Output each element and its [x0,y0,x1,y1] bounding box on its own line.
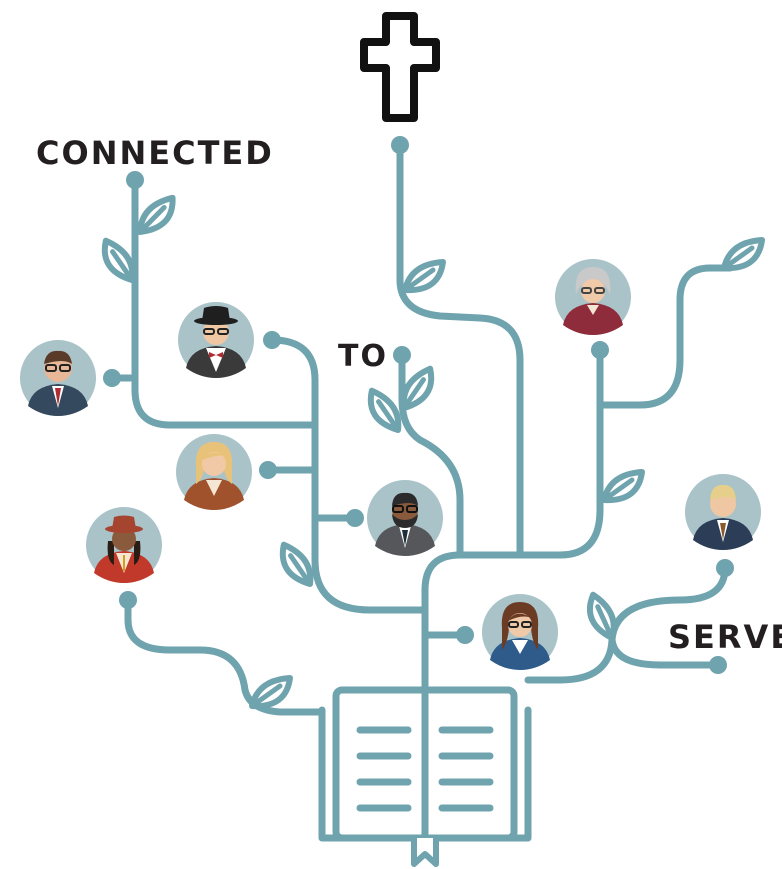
avatar-person-blond-man-suit [685,474,761,550]
avatar-person-bearded-man-glasses [367,480,443,556]
label-connected: CONNECTED [36,134,274,172]
node [716,559,734,577]
label-to: TO [338,339,388,374]
leaf [724,240,762,268]
node [393,346,411,364]
leaf [604,472,642,500]
node [259,461,277,479]
node [591,341,609,359]
branch-nodes [103,136,734,674]
node [456,626,474,644]
avatar-person-woman-red-hat [86,507,162,583]
node [126,171,144,189]
leaf [252,678,290,706]
node [391,136,409,154]
avatar-person-black-hat-bowtie [178,302,254,378]
leaf [405,262,443,290]
avatar-person-blonde-woman [176,434,252,510]
avatar-person-elderly-woman [555,259,631,335]
trunk [396,141,524,694]
node [103,369,121,387]
open-book-icon [356,726,494,867]
node [346,509,364,527]
node [119,591,137,609]
node [709,656,727,674]
node [263,331,281,349]
avatar-person-woman-glasses-brown-hair [482,594,558,670]
avatar-person-glasses-red-tie [20,340,96,416]
cross-icon [360,12,440,122]
label-serve: SERVE [668,618,782,656]
leaf [135,198,177,232]
